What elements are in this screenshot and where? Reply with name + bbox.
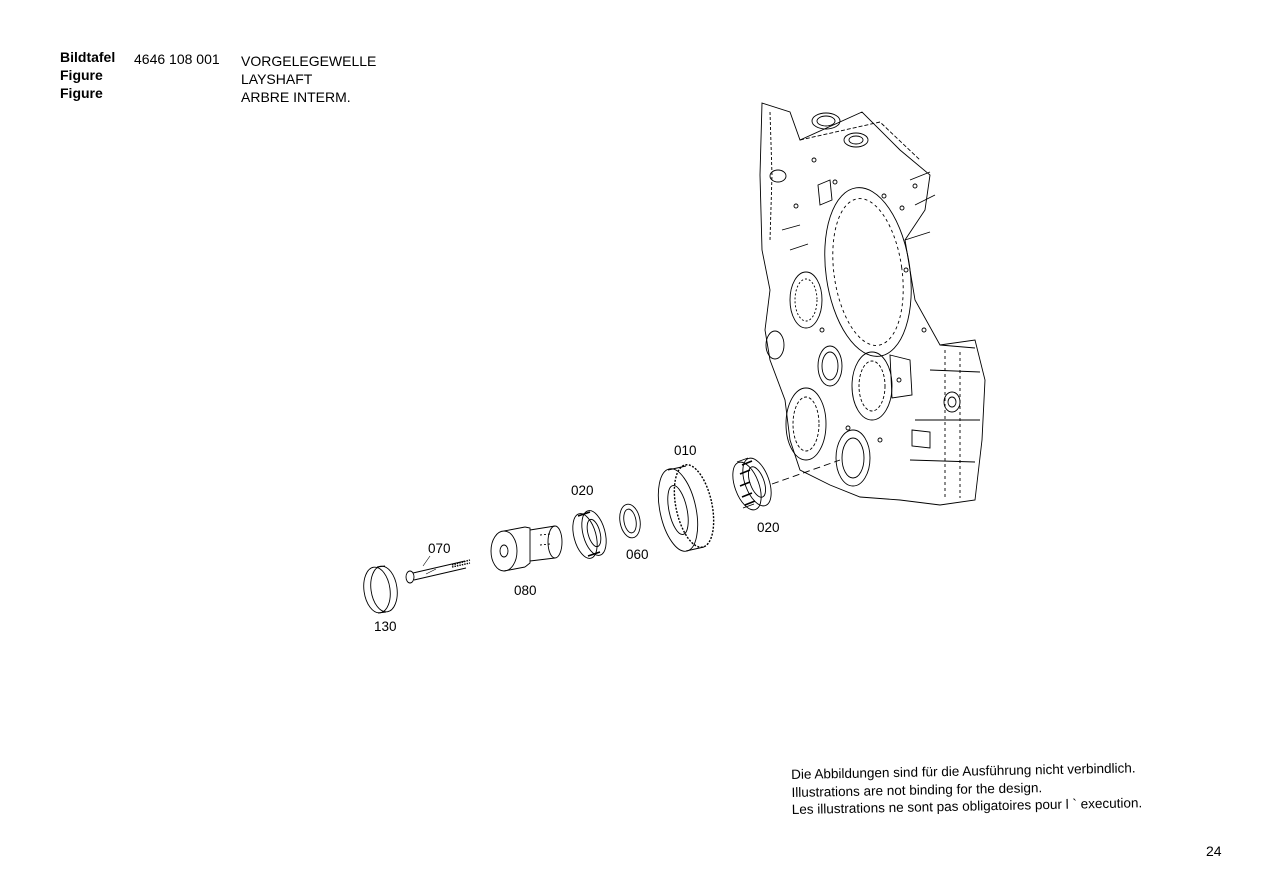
callout-020-left: 020 xyxy=(571,483,594,498)
callout-010: 010 xyxy=(674,443,697,458)
page-number: 24 xyxy=(1206,843,1222,859)
shaft-080 xyxy=(490,525,563,572)
housing-illustration xyxy=(759,102,986,506)
callout-060: 060 xyxy=(626,547,649,562)
disclaimer: Die Abbildungen sind für die Ausführung … xyxy=(791,759,1142,818)
label-figure-fr: Figure xyxy=(60,85,103,101)
label-bildtafel: Bildtafel xyxy=(60,49,116,65)
cover-130 xyxy=(363,565,398,614)
title-de: VORGELEGEWELLE xyxy=(241,53,377,69)
title-fr: ARBRE INTERM. xyxy=(241,89,351,105)
ring-060 xyxy=(619,503,641,539)
assembly-axis-line xyxy=(771,459,841,485)
callout-130: 130 xyxy=(374,619,397,634)
bearing-020-left xyxy=(572,510,607,559)
title-en: LAYSHAFT xyxy=(241,71,313,87)
bolt-070 xyxy=(405,559,471,584)
figure-number: 4646 108 001 xyxy=(134,51,220,67)
callout-080: 080 xyxy=(514,583,537,598)
label-figure-en: Figure xyxy=(60,67,103,83)
callout-070: 070 xyxy=(428,541,451,556)
bearing-020-right xyxy=(732,457,772,511)
callout-020-right: 020 xyxy=(757,520,780,535)
gear-010 xyxy=(657,464,715,552)
